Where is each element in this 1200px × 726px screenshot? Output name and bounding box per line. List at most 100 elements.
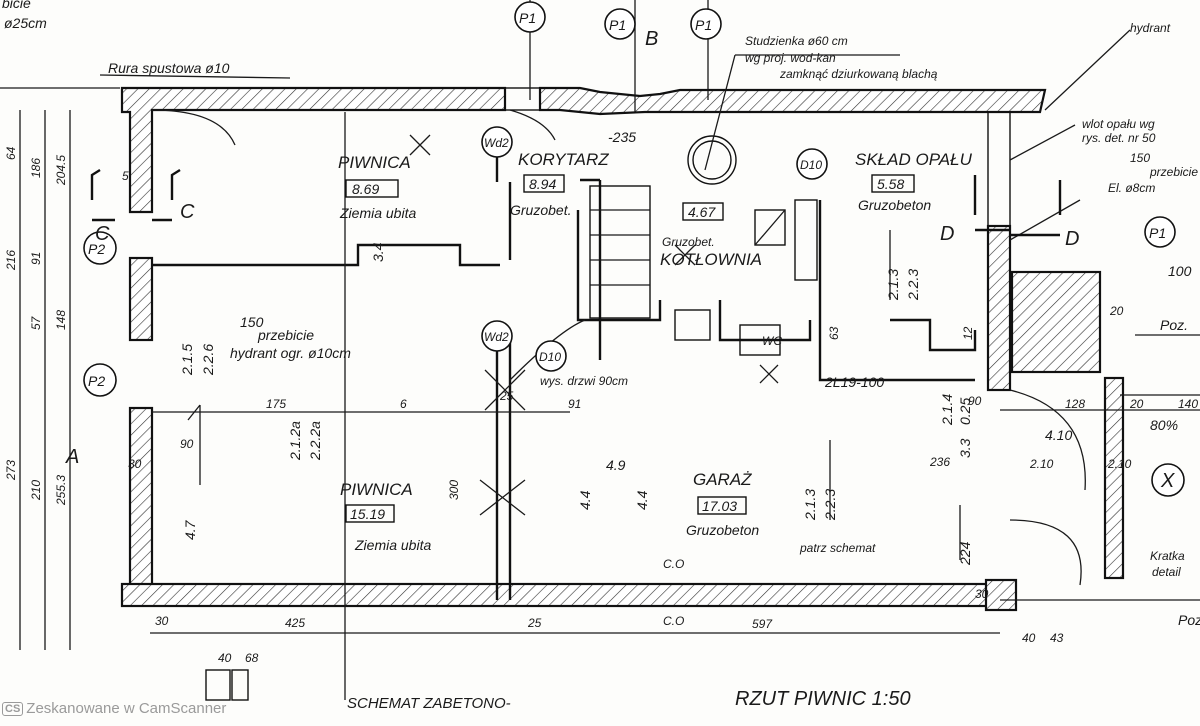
svg-text:przebicie: przebicie — [1149, 165, 1198, 179]
svg-text:Ziemia ubita: Ziemia ubita — [339, 205, 416, 221]
svg-text:2.2.3: 2.2.3 — [905, 269, 921, 301]
svg-text:236: 236 — [929, 455, 950, 469]
marker-wd2: Wd2 — [484, 330, 509, 344]
svg-text:425: 425 — [285, 616, 305, 630]
svg-text:Gruzobeton: Gruzobeton — [686, 522, 759, 538]
svg-text:5: 5 — [122, 169, 129, 183]
svg-text:30: 30 — [975, 587, 989, 601]
svg-text:przebicie: przebicie — [257, 327, 314, 343]
marker-b: B — [645, 28, 658, 50]
svg-text:2.1.2a: 2.1.2a — [287, 421, 303, 461]
svg-text:4.9: 4.9 — [606, 457, 626, 473]
svg-text:80%: 80% — [1150, 417, 1178, 433]
svg-text:90: 90 — [180, 437, 194, 451]
svg-text:3.4: 3.4 — [370, 242, 386, 262]
svg-text:Gruzobeton: Gruzobeton — [858, 197, 931, 213]
marker-wd2: Wd2 — [484, 136, 509, 150]
svg-text:17.03: 17.03 — [702, 498, 737, 514]
svg-text:30: 30 — [128, 457, 142, 471]
svg-text:4.4: 4.4 — [634, 490, 650, 510]
marker-p2: P2 — [88, 241, 105, 257]
walls — [120, 86, 1125, 612]
svg-text:rys. det. nr 50: rys. det. nr 50 — [1082, 131, 1156, 145]
svg-text:15.19: 15.19 — [350, 506, 385, 522]
marker-wc: WC — [762, 334, 782, 348]
svg-text:wys. drzwi 90cm: wys. drzwi 90cm — [540, 374, 628, 388]
svg-text:40: 40 — [218, 651, 232, 665]
svg-text:210: 210 — [29, 480, 43, 501]
marker-p1: P1 — [519, 10, 536, 26]
room-kotlownia: Gruzobet. KOTŁOWNIA 4.67 — [660, 202, 762, 269]
svg-text:4.4: 4.4 — [577, 490, 593, 510]
svg-text:Rura spustowa ø10: Rura spustowa ø10 — [108, 60, 230, 76]
svg-text:8.94: 8.94 — [529, 176, 556, 192]
svg-text:8.69: 8.69 — [352, 181, 379, 197]
marker-co: C.O — [663, 614, 684, 628]
svg-text:204.5: 204.5 — [54, 155, 68, 186]
room-sklad-opalu: SKŁAD OPAŁU 5.58 Gruzobeton — [855, 150, 973, 213]
svg-text:300: 300 — [447, 480, 461, 500]
svg-text:Ziemia ubita: Ziemia ubita — [354, 537, 431, 553]
svg-text:100: 100 — [1168, 263, 1192, 279]
svg-text:216: 216 — [4, 250, 18, 271]
interior-lines — [0, 0, 1200, 700]
drawing-title: RZUT PIWNIC 1:50 — [735, 688, 911, 710]
svg-text:20: 20 — [1109, 304, 1124, 318]
svg-text:186: 186 — [29, 158, 43, 178]
svg-text:150: 150 — [240, 314, 264, 330]
svg-text:6: 6 — [400, 397, 407, 411]
scanner-watermark-text: Zeskanowane w CamScanner — [26, 700, 227, 717]
marker-co: C.O — [663, 557, 684, 571]
marker-d10: D10 — [539, 350, 561, 364]
svg-text:148: 148 — [54, 310, 68, 330]
svg-text:90: 90 — [968, 394, 982, 408]
svg-text:2.1.5: 2.1.5 — [179, 344, 195, 376]
svg-text:3.3: 3.3 — [957, 438, 973, 458]
svg-text:175: 175 — [266, 397, 286, 411]
svg-text:2.10: 2.10 — [1029, 457, 1054, 471]
svg-text:4.10: 4.10 — [1045, 427, 1072, 443]
svg-text:63: 63 — [827, 326, 841, 340]
svg-text:2L19-100: 2L19-100 — [824, 374, 884, 390]
svg-text:wg proj. wod-kan: wg proj. wod-kan — [745, 51, 836, 65]
svg-text:patrz schemat: patrz schemat — [799, 541, 876, 555]
svg-text:GARAŻ: GARAŻ — [693, 470, 752, 489]
svg-text:Gruzobet.: Gruzobet. — [662, 235, 715, 249]
svg-text:12: 12 — [961, 326, 975, 340]
marker-a: A — [65, 446, 79, 468]
svg-text:KOTŁOWNIA: KOTŁOWNIA — [660, 250, 762, 269]
room-korytarz: KORYTARZ 8.94 Gruzobet. — [510, 150, 609, 218]
dimension-labels: -235 150 150 100 20 20 128 140 4.10 2.10… — [4, 129, 1198, 665]
svg-text:2.2.6: 2.2.6 — [200, 344, 216, 376]
svg-text:4.7: 4.7 — [182, 519, 198, 540]
svg-text:PIWNICA: PIWNICA — [338, 153, 411, 172]
svg-text:PIWNICA: PIWNICA — [340, 480, 413, 499]
svg-text:ø25cm: ø25cm — [4, 15, 47, 31]
svg-text:2.2.3: 2.2.3 — [822, 489, 838, 521]
svg-text:25: 25 — [499, 389, 514, 403]
svg-text:597: 597 — [752, 617, 773, 631]
svg-text:2.1.3: 2.1.3 — [885, 269, 901, 301]
svg-text:2.2.2a: 2.2.2a — [307, 421, 323, 461]
svg-text:5.58: 5.58 — [877, 176, 904, 192]
svg-text:64: 64 — [4, 146, 18, 160]
svg-text:hydrant: hydrant — [1130, 21, 1171, 35]
svg-text:255.3: 255.3 — [54, 475, 68, 506]
marker-p1: P1 — [1149, 225, 1166, 241]
schema-note: SCHEMAT ZABETONO- — [347, 695, 511, 712]
marker-d: D — [940, 223, 954, 245]
svg-text:43: 43 — [1050, 631, 1064, 645]
marker-p2: P2 — [88, 373, 105, 389]
svg-text:hydrant ogr. ø10cm: hydrant ogr. ø10cm — [230, 345, 351, 361]
marker-d10: D10 — [800, 158, 822, 172]
svg-text:2.10: 2.10 — [1107, 457, 1132, 471]
svg-text:57: 57 — [29, 315, 43, 330]
marker-p1: P1 — [695, 17, 712, 33]
camscanner-logo: CS — [2, 701, 24, 716]
svg-text:zamknąć dziurkowaną blachą: zamknąć dziurkowaną blachą — [779, 67, 938, 81]
marker-d: D — [1065, 228, 1079, 250]
marker-c: C — [95, 223, 110, 245]
svg-text:128: 128 — [1065, 397, 1085, 411]
svg-text:2.1.3: 2.1.3 — [802, 489, 818, 521]
